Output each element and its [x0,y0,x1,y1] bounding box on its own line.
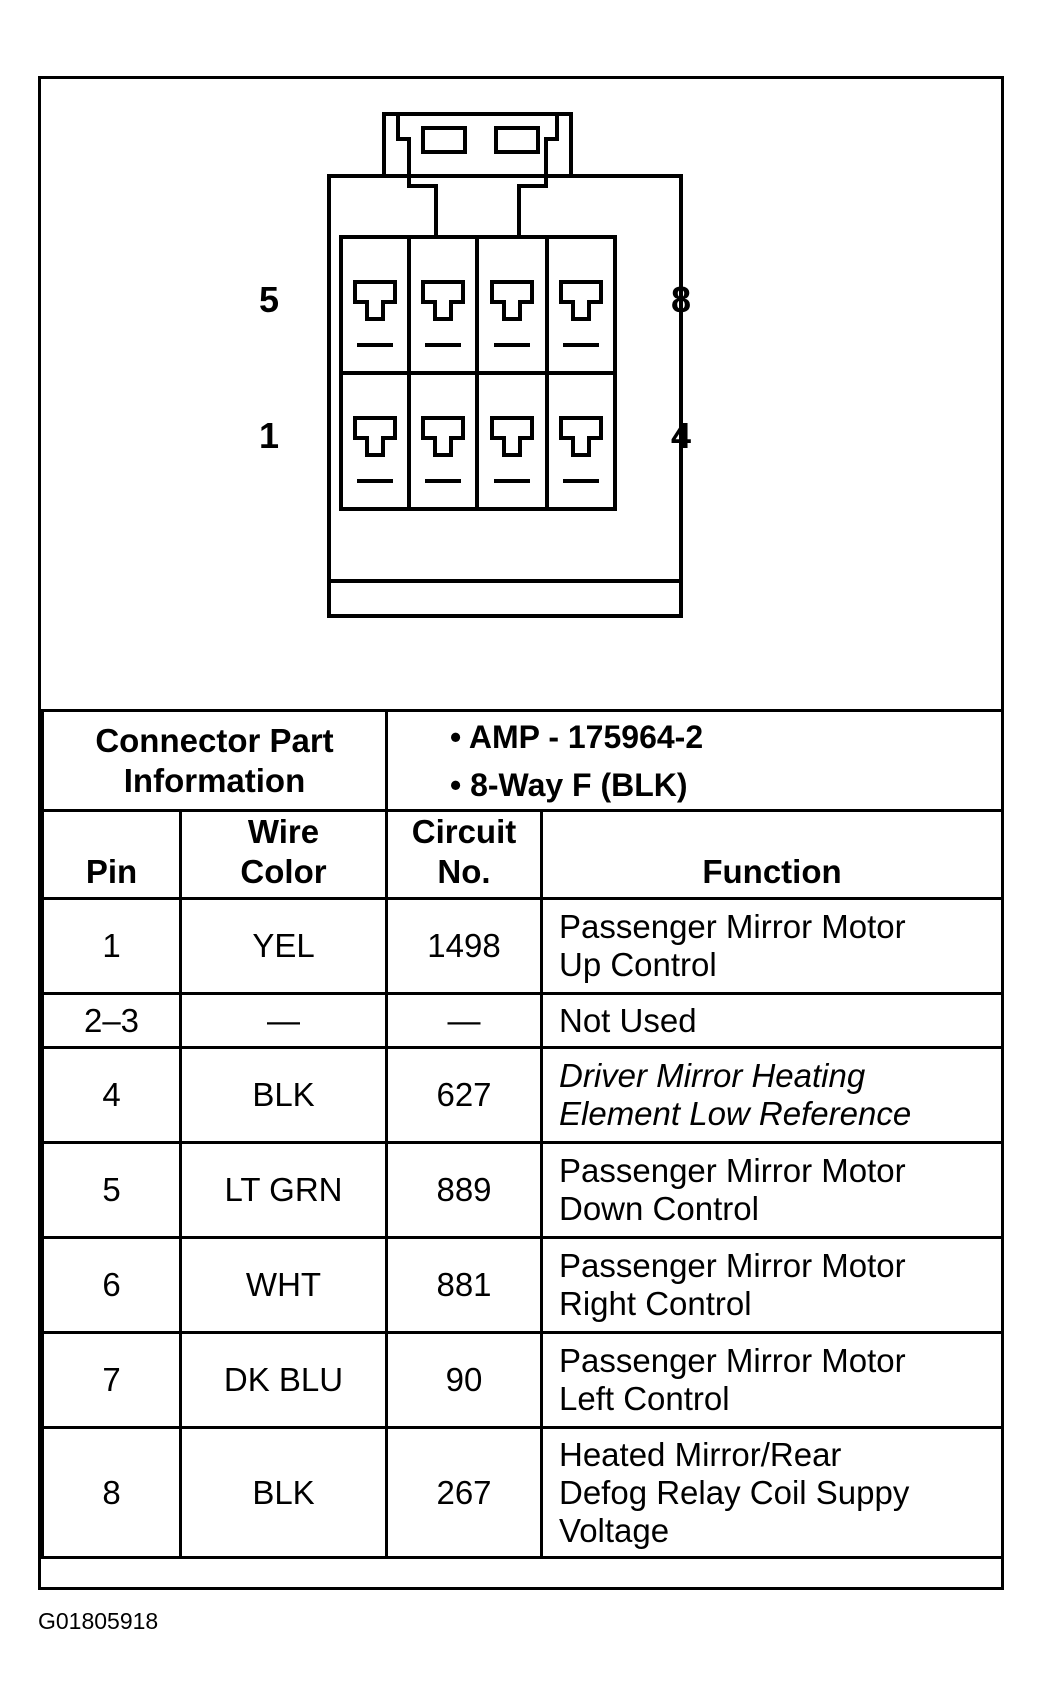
table-header-row: Pin Wire Color Circuit No. Function [41,808,1005,901]
circuit-cell: 1498 [385,897,543,996]
connector-body [327,174,683,618]
wire-color-cell: BLK [179,1426,388,1560]
terminal-cavity [353,280,397,321]
circuit-cell: 267 [385,1426,543,1560]
header-wire-color: Wire Color [179,808,388,901]
terminal-cavity [559,416,603,457]
header-function: Function [539,808,1005,901]
pin-cell: 4 [41,1046,182,1145]
part-info-label: Connector Part Information [41,709,388,812]
part-info-values: • AMP - 175964-2 • 8-Way F (BLK) [384,709,1005,812]
terminal-cavity [421,280,465,321]
wire-color-cell: YEL [179,897,388,996]
pin-cell: 7 [41,1331,182,1430]
pin-label-5: 5 [259,279,280,320]
circuit-cell: 90 [385,1331,543,1430]
wire-color-cell: BLK [179,1046,388,1145]
circuit-cell: 881 [385,1236,543,1335]
pin-cell: 2–3 [41,992,182,1050]
table-row: 2–3——Not Used [41,992,1005,1050]
connector-diagram: 5 1 8 4 [41,79,1001,709]
circuit-cell: 889 [385,1141,543,1240]
circuit-cell: — [385,992,543,1050]
pin-cell: 5 [41,1141,182,1240]
wire-color-cell: LT GRN [179,1141,388,1240]
circuit-cell: 627 [385,1046,543,1145]
pin-label-8: 8 [671,279,692,320]
pin-cell: 8 [41,1426,182,1560]
function-cell: Not Used [539,992,1005,1050]
terminal-cavity [490,416,534,457]
connector-figure-frame: 5 1 8 4 Connector Part Information • AMP… [38,76,1005,1590]
pin-label-1: 1 [259,415,280,456]
connector-latch [382,112,573,176]
header-pin: Pin [41,808,182,901]
pin-cell: 1 [41,897,182,996]
connector-type: • 8-Way F (BLK) [450,766,688,803]
header-circuit-no: Circuit No. [385,808,543,901]
figure-id: G01805918 [38,1608,159,1634]
terminal-cavity [490,280,534,321]
pin-cell: 6 [41,1236,182,1335]
wire-color-cell: DK BLU [179,1331,388,1430]
terminal-cavity [353,416,397,457]
wire-color-cell: WHT [179,1236,388,1335]
wire-color-cell: — [179,992,388,1050]
connector-face-drawing [327,112,683,618]
part-info-row: Connector Part Information • AMP - 17596… [41,709,1005,812]
terminal-cavity [421,416,465,457]
connector-pinout-table: Connector Part Information • AMP - 17596… [41,709,1005,1560]
part-number: • AMP - 175964-2 [450,718,704,755]
terminal-cavity [559,280,603,321]
pin-label-4: 4 [671,415,692,456]
